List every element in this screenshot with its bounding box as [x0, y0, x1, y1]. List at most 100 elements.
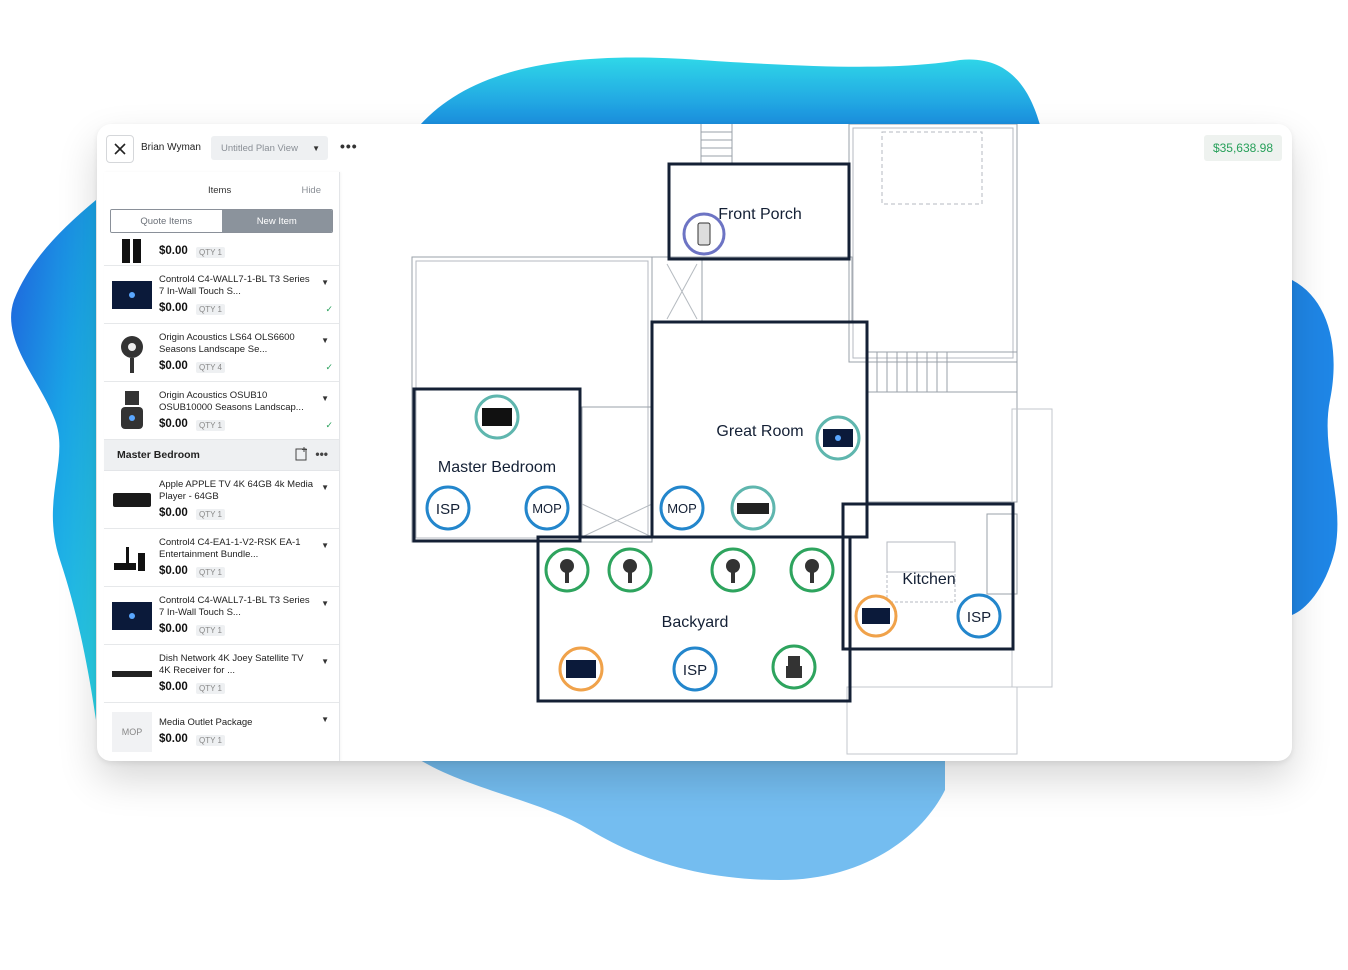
media-player-icon — [112, 480, 152, 520]
section-header-master-bedroom[interactable]: Master Bedroom ••• — [104, 440, 339, 471]
chevron-down-icon[interactable]: ▼ — [321, 336, 329, 345]
chevron-down-icon[interactable]: ▼ — [321, 715, 329, 724]
marker-isp-kitchen[interactable]: ISP — [956, 593, 1002, 639]
item-name: Control4 C4-WALL7-1-BL T3 Series 7 In-Wa… — [159, 595, 310, 618]
svg-text:ISP: ISP — [967, 609, 991, 626]
check-icon: ✓ — [325, 420, 333, 430]
marker-touchscreen-backyard[interactable] — [558, 646, 604, 692]
marker-doorbell[interactable] — [682, 212, 726, 256]
marker-mop-bedroom[interactable]: MOP — [524, 485, 570, 531]
plan-view-select[interactable]: Untitled Plan View ▼ — [211, 136, 328, 160]
floor-plan[interactable]: Front Porch Master Bedroom Great Room Ki… — [97, 124, 1292, 761]
receiver-icon — [112, 654, 152, 694]
hide-panel-button[interactable]: Hide — [301, 185, 321, 196]
item-tabs: Quote Items New Item — [110, 209, 333, 233]
check-icon: ✓ — [325, 304, 333, 314]
marker-speaker-4[interactable] — [789, 547, 835, 593]
chevron-down-icon[interactable]: ▼ — [321, 278, 329, 287]
bundle-icon — [112, 538, 152, 578]
user-name: Brian Wyman — [141, 142, 201, 153]
marker-receiver[interactable] — [730, 485, 776, 531]
marker-tv[interactable] — [474, 394, 520, 440]
item-qty: QTY 1 — [196, 683, 225, 694]
item-price: $0.00 — [159, 681, 188, 693]
list-item[interactable]: MOP Media Outlet Package $0.00 QTY 1 ▼ — [104, 703, 339, 761]
room-label-kitchen: Kitchen — [902, 571, 955, 588]
panel-title: Items — [208, 185, 232, 196]
room-label-front-porch: Front Porch — [718, 206, 802, 223]
item-name: Dish Network 4K Joey Satellite TV 4K Rec… — [159, 653, 304, 676]
list-item[interactable]: Origin Acoustics LS64 OLS6600 Seasons La… — [104, 324, 339, 382]
room-label-master-bedroom: Master Bedroom — [438, 459, 556, 476]
item-name: Origin Acoustics LS64 OLS6600 Seasons La… — [159, 332, 295, 355]
svg-text:MOP: MOP — [532, 501, 562, 516]
marker-touchscreen-great-room[interactable] — [815, 415, 861, 461]
item-price: $0.00 — [159, 360, 188, 372]
item-qty: QTY 1 — [196, 625, 225, 636]
list-item[interactable]: $0.00 QTY 1 — [104, 238, 339, 266]
item-qty: QTY 1 — [196, 567, 225, 578]
chevron-down-icon[interactable]: ▼ — [321, 657, 329, 666]
marker-isp-backyard[interactable]: ISP — [672, 646, 718, 692]
more-options-button[interactable]: ••• — [340, 138, 358, 154]
room-master-bedroom — [412, 387, 582, 543]
marker-mop-great-room[interactable]: MOP — [659, 485, 705, 531]
tab-quote-items[interactable]: Quote Items — [111, 210, 222, 232]
item-price: $0.00 — [159, 507, 188, 519]
item-qty: QTY 1 — [196, 509, 225, 520]
close-icon — [114, 143, 126, 155]
room-label-backyard: Backyard — [662, 614, 729, 631]
chevron-down-icon[interactable]: ▼ — [321, 541, 329, 550]
check-icon: ✓ — [325, 362, 333, 372]
mop-icon: MOP — [112, 712, 152, 752]
chevron-down-icon[interactable]: ▼ — [321, 599, 329, 608]
item-name: Origin Acoustics OSUB10 OSUB10000 Season… — [159, 390, 304, 413]
add-note-icon[interactable] — [295, 447, 309, 461]
more-icon[interactable]: ••• — [315, 447, 328, 461]
svg-text:ISP: ISP — [436, 501, 460, 518]
list-item[interactable]: Control4 C4-WALL7-1-BL T3 Series 7 In-Wa… — [104, 266, 339, 324]
landscape-speaker-icon — [112, 333, 152, 373]
total-price: $35,638.98 — [1203, 135, 1282, 161]
subwoofer-icon — [112, 391, 152, 431]
marker-speaker-3[interactable] — [710, 547, 756, 593]
items-panel: Items Hide Quote Items New Item $0.00 QT… — [104, 172, 340, 761]
room-kitchen — [841, 502, 1015, 651]
item-list: $0.00 QTY 1 Control4 C4-WALL7-1-BL T3 Se… — [104, 238, 339, 761]
close-button[interactable] — [106, 135, 134, 163]
touch-screen-icon — [112, 275, 152, 315]
chevron-down-icon: ▼ — [312, 144, 320, 153]
item-qty: QTY 1 — [196, 420, 225, 431]
list-item[interactable]: Dish Network 4K Joey Satellite TV 4K Rec… — [104, 645, 339, 703]
section-label: Master Bedroom — [117, 449, 200, 461]
room-backyard — [536, 535, 852, 703]
item-price: $0.00 — [159, 623, 188, 635]
speaker-pair-icon — [112, 238, 152, 264]
svg-text:MOP: MOP — [667, 501, 697, 516]
item-price: $0.00 — [159, 302, 188, 314]
item-price: $0.00 — [159, 733, 188, 745]
app-window: Front Porch Master Bedroom Great Room Ki… — [97, 124, 1292, 761]
list-item[interactable]: Apple APPLE TV 4K 64GB 4k Media Player -… — [104, 471, 339, 529]
item-qty: QTY 4 — [196, 362, 225, 373]
chevron-down-icon[interactable]: ▼ — [321, 394, 329, 403]
list-item[interactable]: Origin Acoustics OSUB10 OSUB10000 Season… — [104, 382, 339, 440]
item-name: Control4 C4-EA1-1-V2-RSK EA-1 Entertainm… — [159, 537, 301, 560]
chevron-down-icon[interactable]: ▼ — [321, 483, 329, 492]
item-name: Control4 C4-WALL7-1-BL T3 Series 7 In-Wa… — [159, 274, 310, 297]
item-name: Apple APPLE TV 4K 64GB 4k Media Player -… — [159, 479, 314, 502]
item-price: $0.00 — [159, 418, 188, 430]
plan-view-label: Untitled Plan View — [221, 142, 298, 154]
tab-new-item[interactable]: New Item — [221, 210, 332, 232]
marker-speaker-1[interactable] — [544, 547, 590, 593]
list-item[interactable]: Control4 C4-WALL7-1-BL T3 Series 7 In-Wa… — [104, 587, 339, 645]
touch-screen-icon — [112, 596, 152, 636]
list-item[interactable]: Control4 C4-EA1-1-V2-RSK EA-1 Entertainm… — [104, 529, 339, 587]
marker-subwoofer[interactable] — [771, 644, 817, 690]
marker-touchscreen-kitchen[interactable] — [854, 594, 898, 638]
marker-isp-bedroom[interactable]: ISP — [425, 485, 471, 531]
marker-speaker-2[interactable] — [607, 547, 653, 593]
svg-text:ISP: ISP — [683, 662, 707, 679]
room-front-porch — [667, 162, 851, 261]
